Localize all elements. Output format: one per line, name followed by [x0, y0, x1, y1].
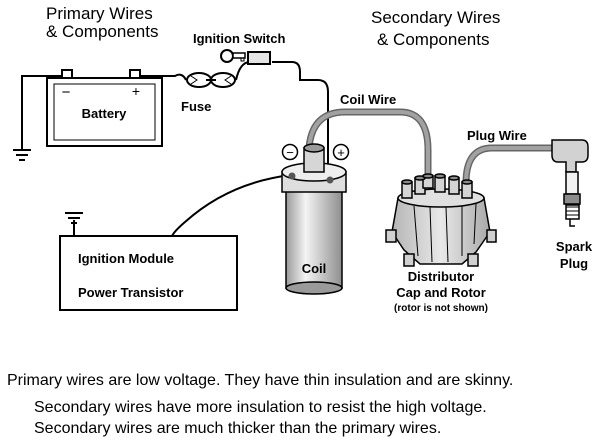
caption-secondary-insulation: Secondary wires have more insulation to … [34, 399, 487, 416]
battery-terminal-neg [61, 69, 73, 79]
ignition-switch-label: Ignition Switch [193, 31, 285, 46]
coil-can [285, 189, 343, 289]
fuse: Fuse [181, 72, 236, 114]
power-transistor-label: Power Transistor [78, 285, 183, 300]
distributor-label-line2: Cap and Rotor [396, 285, 486, 300]
battery-body [46, 77, 163, 147]
secondary-wires [305, 108, 560, 187]
coil-positive-terminal-icon [332, 143, 350, 161]
spark-plug [551, 139, 589, 227]
primary-heading-line2: & Components [46, 22, 158, 41]
coil-minus-sign: − [286, 145, 294, 160]
battery: − + Battery [46, 69, 163, 147]
plug-wire [462, 144, 560, 187]
battery-to-fuse-wire [139, 73, 187, 81]
ground-symbol-battery [13, 149, 31, 161]
caption-primary-wires: Primary wires are low voltage. They have… [7, 372, 514, 389]
spark-plug-boot [551, 139, 589, 173]
ground-symbol-module [65, 212, 83, 224]
coil-negative-terminal-icon [281, 143, 299, 161]
battery-terminal-pos [129, 69, 141, 79]
battery-ground-wire [21, 75, 62, 150]
ignition-module-box [59, 235, 238, 311]
ignition-module-label: Ignition Module [78, 251, 174, 266]
caption-secondary-thickness: Secondary wires are much thicker than th… [34, 420, 442, 437]
coil-to-module-wire [171, 174, 292, 237]
ignition-module: Ignition Module Power Transistor [59, 235, 238, 311]
battery-label: Battery [82, 106, 128, 121]
ignition-switch-body [247, 51, 271, 65]
battery-plus-sign: + [132, 83, 140, 99]
distributor-label-line1: Distributor [408, 269, 474, 284]
primary-heading-line1: Primary Wires [46, 4, 153, 23]
coil: − + Coil [281, 143, 350, 295]
distributor-cap [385, 173, 497, 267]
coil-plus-sign: + [337, 145, 345, 160]
spark-plug-label-line1: Spark [556, 239, 593, 254]
plug-wire-label: Plug Wire [467, 128, 527, 143]
secondary-heading-line1: Secondary Wires [371, 8, 500, 27]
fuse-label: Fuse [181, 99, 211, 114]
ignition-switch: Ignition Switch [193, 31, 285, 65]
coil-wire-label: Coil Wire [340, 92, 396, 107]
spark-plug-label-line2: Plug [560, 256, 588, 271]
battery-minus-sign: − [62, 84, 71, 101]
rotor-note: (rotor is not shown) [394, 303, 488, 314]
coil-label: Coil [302, 261, 327, 276]
secondary-heading-line2: & Components [377, 30, 489, 49]
